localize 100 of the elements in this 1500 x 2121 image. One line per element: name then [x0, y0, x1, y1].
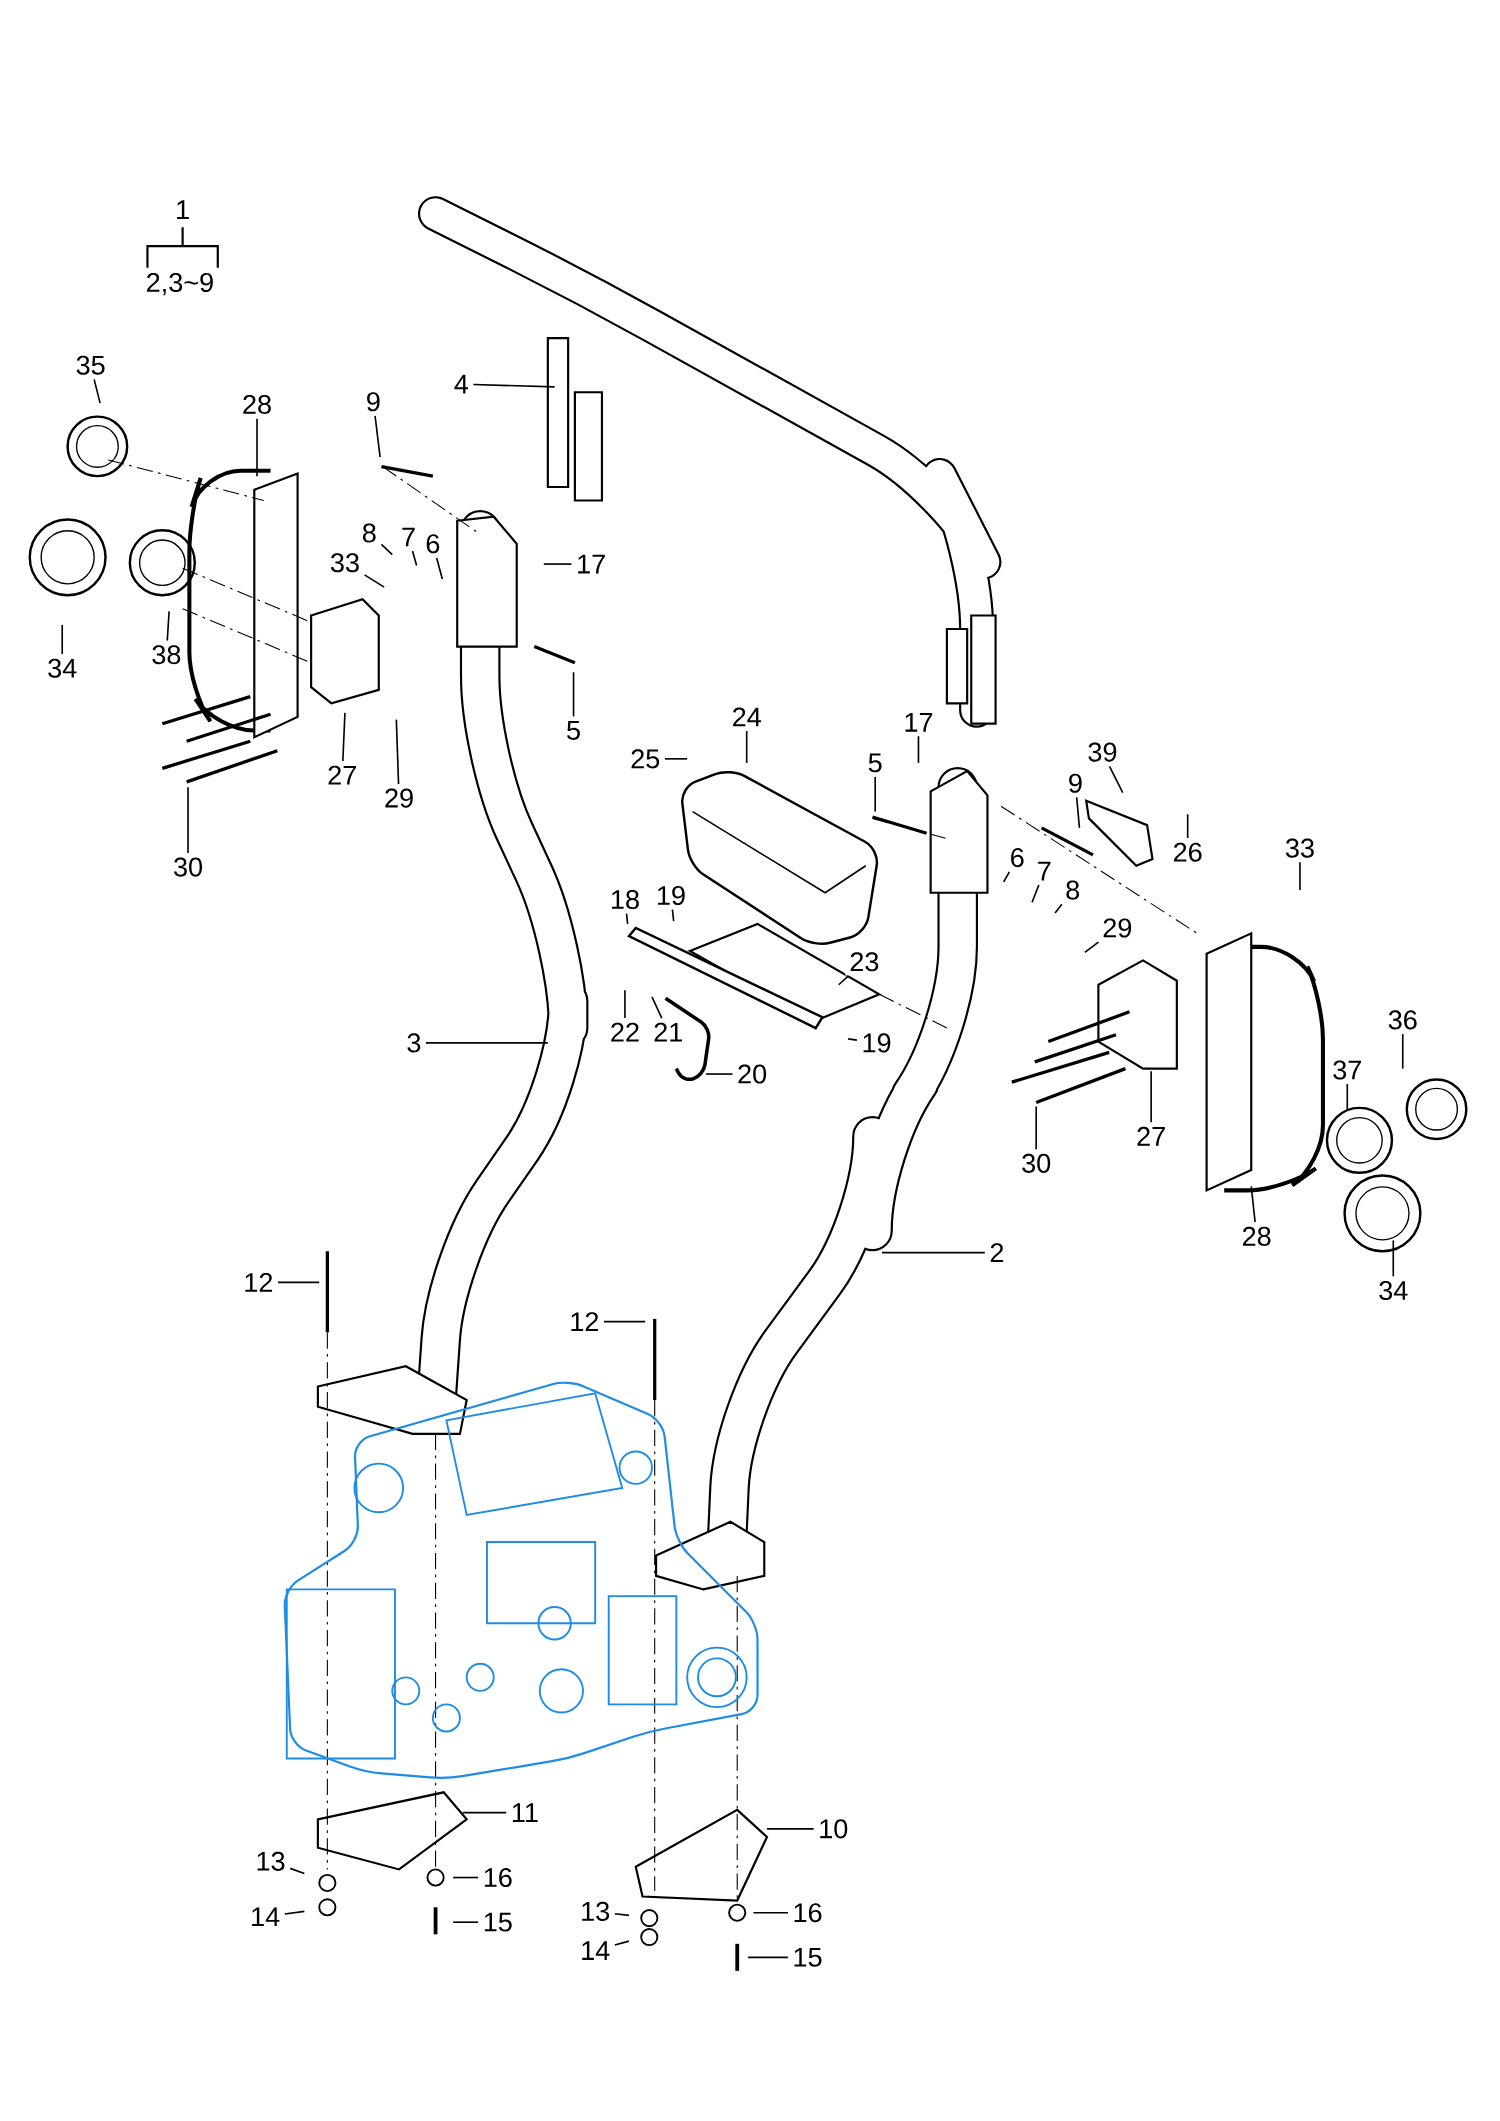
leader-line — [93, 378, 101, 404]
callout-number: 8 — [357, 519, 381, 547]
leader-line — [452, 1921, 479, 1923]
callout-number: 13 — [576, 1897, 615, 1925]
callout-number: 19 — [857, 1029, 896, 1057]
leader-line — [166, 610, 170, 642]
leader-line — [1299, 861, 1301, 891]
leader-line — [1392, 1239, 1394, 1278]
callout-number: 6 — [1005, 843, 1029, 872]
callout-number: 21 — [649, 1018, 688, 1046]
callout-number: 7 — [396, 523, 421, 551]
callout-number: 28 — [1237, 1222, 1276, 1250]
leader-line — [1054, 903, 1063, 914]
callout-number: 20 — [732, 1060, 772, 1088]
leader-line — [1150, 1070, 1152, 1123]
callout-number: 10 — [814, 1815, 853, 1843]
callout-number: 36 — [1383, 1006, 1422, 1034]
callout-number: 27 — [1131, 1122, 1171, 1150]
callout-number: 38 — [147, 641, 186, 669]
callout-number: 29 — [379, 784, 419, 812]
callout-number: 16 — [788, 1899, 827, 1927]
leader-line — [289, 1867, 306, 1875]
callout-number: 15 — [478, 1908, 517, 1936]
callout-number: 3 — [402, 1029, 426, 1057]
leader-line — [671, 908, 675, 922]
leader-line — [461, 1811, 507, 1814]
callout-number: 13 — [251, 1847, 290, 1875]
callout-number: 12 — [565, 1308, 604, 1336]
leader-line — [374, 415, 381, 458]
callout-number: 15 — [788, 1943, 827, 1971]
callout-number: 7 — [1032, 857, 1056, 885]
callout-number: 8 — [1061, 876, 1085, 904]
callout-number: 33 — [1280, 834, 1319, 862]
leader-line — [624, 989, 626, 1019]
callout-number: 30 — [168, 853, 208, 881]
callout-number: 28 — [237, 390, 277, 419]
leader-line — [603, 1320, 646, 1323]
leader-line — [256, 417, 258, 477]
callout-number: 33 — [325, 549, 364, 577]
callout-number: 37 — [1328, 1056, 1367, 1084]
leader-line — [752, 1911, 789, 1914]
callout-number: 16 — [478, 1863, 517, 1892]
leader-line — [1250, 1185, 1256, 1223]
callout-number: 4 — [449, 370, 473, 398]
leader-line — [395, 718, 400, 785]
leader-line — [283, 1910, 306, 1915]
callout-number: 35 — [71, 351, 110, 379]
leader-line — [747, 1956, 789, 1959]
callout-number: 1 — [177, 200, 189, 219]
leader-line — [705, 1073, 734, 1075]
callout-number: 17 — [571, 550, 611, 578]
leader-line — [363, 574, 385, 588]
leader-line — [572, 671, 575, 718]
callout-number: 22 — [605, 1018, 644, 1046]
leader-line — [435, 557, 444, 580]
leader-line — [613, 1940, 630, 1946]
leader-line — [452, 1876, 479, 1879]
leader-line — [745, 730, 748, 764]
callout-number: 30 — [1017, 1149, 1056, 1177]
leader-line — [1401, 1033, 1404, 1070]
leader-line — [664, 758, 688, 760]
leader-line — [651, 996, 663, 1019]
leader-line — [881, 1251, 986, 1254]
callout-number: 34 — [43, 654, 82, 682]
callout-number: 39 — [1083, 738, 1122, 766]
callout-number: 2,3~9 — [147, 272, 213, 296]
callout-number: 11 — [506, 1799, 543, 1826]
callout-number: 29 — [1098, 914, 1137, 942]
leader-line — [277, 1281, 320, 1284]
callout-number: 5 — [863, 749, 887, 777]
callout-number: 5 — [561, 716, 586, 744]
leader-line — [1346, 1083, 1349, 1110]
callout-number: 34 — [1374, 1276, 1413, 1305]
leader-line — [1002, 870, 1011, 883]
leader-line — [61, 624, 63, 655]
callout-number: 6 — [421, 530, 445, 558]
callout-number: 12 — [239, 1268, 278, 1296]
leader-line — [874, 776, 876, 813]
leader-line — [341, 712, 346, 762]
callout-number: 17 — [899, 708, 938, 736]
leader-line — [1108, 765, 1124, 794]
callout-number: 19 — [651, 881, 690, 910]
callout-number: 9 — [361, 388, 385, 416]
leader-line — [472, 383, 556, 388]
leader-line — [542, 563, 573, 565]
leader-line — [766, 1828, 815, 1830]
callout-number: 23 — [845, 948, 884, 976]
callout-number: 25 — [626, 745, 665, 773]
leader-line — [1035, 1105, 1037, 1150]
callout-number: 14 — [245, 1903, 285, 1931]
callout-number: 27 — [323, 761, 362, 789]
callout-number: 18 — [605, 885, 644, 914]
leader-line — [625, 912, 629, 925]
leader-line — [425, 1042, 549, 1044]
callout-number: 2 — [985, 1239, 1009, 1267]
callout-number: 9 — [1063, 769, 1087, 797]
leader-line — [187, 786, 189, 854]
leader-line — [411, 550, 418, 567]
leader-line — [1084, 941, 1100, 954]
leader-line — [1031, 884, 1040, 904]
